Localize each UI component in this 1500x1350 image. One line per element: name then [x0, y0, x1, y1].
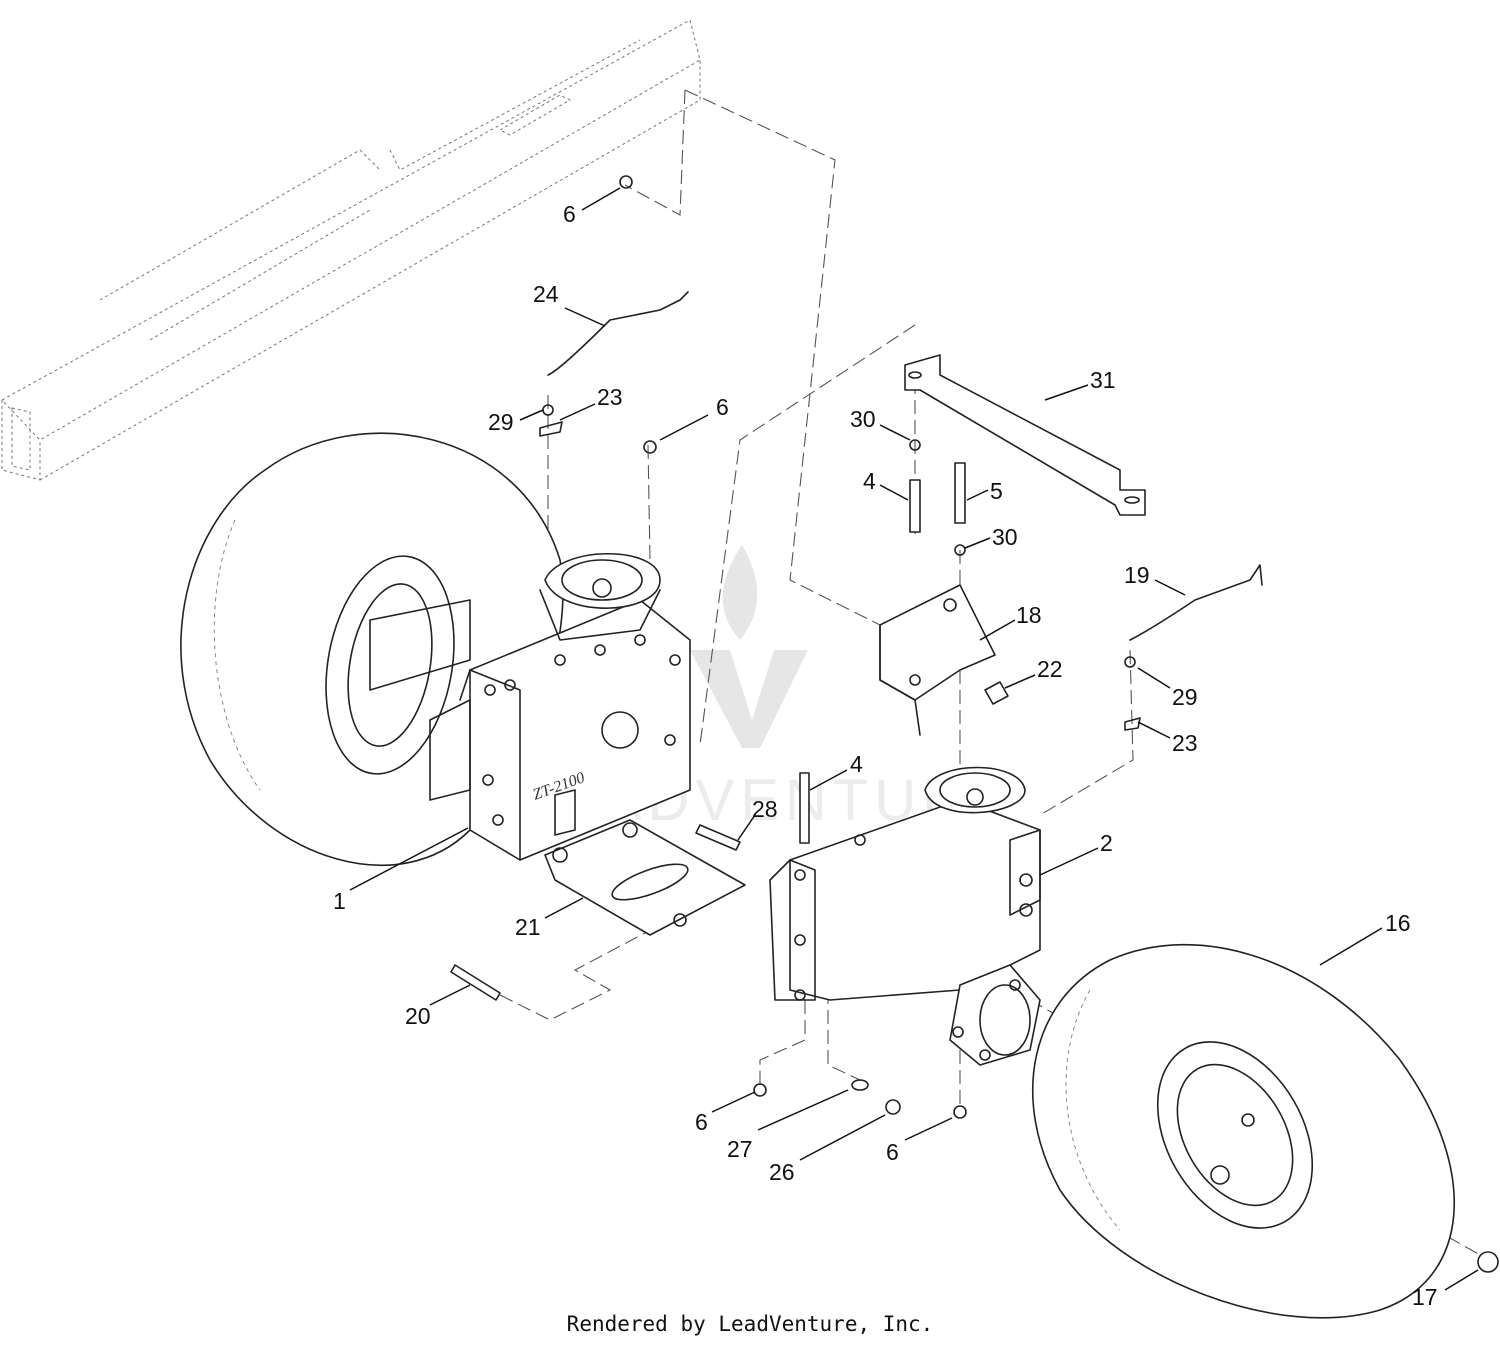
callout-6: 6: [563, 201, 576, 227]
callout-6: 6: [886, 1139, 899, 1165]
callout-17: 17: [1412, 1284, 1438, 1310]
callout-16: 16: [1385, 910, 1411, 936]
callout-28: 28: [752, 796, 778, 822]
callout-20: 20: [405, 1003, 431, 1029]
nut-6c: [753, 1083, 767, 1097]
washer-30a: [909, 439, 921, 451]
washer-27: [851, 1079, 869, 1091]
right-rear-tire: [1032, 943, 1455, 1319]
callout-27: 27: [727, 1136, 753, 1162]
callout-6: 6: [695, 1109, 708, 1135]
bolt-heads-left: [482, 634, 681, 826]
nut-6d: [953, 1105, 967, 1119]
callout-29: 29: [1172, 684, 1198, 710]
callout-29: 29: [488, 409, 514, 435]
callout-23: 23: [1172, 730, 1198, 756]
chassis-frame-rail: [1, 19, 701, 481]
callout-30: 30: [992, 524, 1018, 550]
left-transmission-assembly: ZT-2100: [429, 552, 691, 861]
rendered-by-footer: Rendered by LeadVenture, Inc.: [566, 1312, 934, 1336]
clip-23b: [1124, 717, 1141, 731]
lug-nut-17: [1477, 1251, 1499, 1273]
nut-6a: [619, 175, 633, 189]
bolt-5: [954, 462, 966, 524]
callout-23: 23: [597, 384, 623, 410]
callout-26: 26: [769, 1159, 795, 1185]
mount-plate-21: [544, 819, 746, 936]
bolt-22: [984, 681, 1009, 705]
control-rod-24: [547, 291, 689, 376]
callout-24: 24: [533, 281, 559, 307]
clip-23: [539, 421, 563, 437]
callout-21: 21: [515, 914, 541, 940]
callout-6: 6: [716, 394, 729, 420]
callout-5: 5: [990, 478, 1003, 504]
mount-bracket-18: [879, 584, 996, 736]
callout-4: 4: [850, 751, 863, 777]
control-rod-19: [1129, 564, 1263, 641]
nut-26: [885, 1099, 901, 1115]
washer-29b: [1124, 656, 1136, 668]
hardware: [450, 175, 1499, 1273]
callout-labels: 6 24 23 29 6 31 30 4 5 30 19 18 22 29 23…: [333, 201, 1438, 1310]
callout-18: 18: [1016, 602, 1042, 628]
plate-31: [904, 354, 1146, 516]
callout-22: 22: [1037, 656, 1063, 682]
bolt-heads-right: [794, 834, 866, 1001]
callout-1: 1: [333, 888, 346, 914]
callout-19: 19: [1124, 562, 1150, 588]
left-rear-tire: [180, 432, 564, 866]
callout-31: 31: [1090, 367, 1116, 393]
callout-30: 30: [850, 406, 876, 432]
bolt-28: [695, 824, 741, 851]
callout-2: 2: [1100, 830, 1113, 856]
bolt-20: [450, 964, 501, 1001]
callout-leaders: [349, 187, 1479, 1291]
nut-6b: [643, 440, 657, 454]
callout-4: 4: [863, 468, 876, 494]
washer-30b: [954, 544, 966, 556]
right-transmission-assembly: [769, 766, 1041, 1066]
bolt-4a: [909, 479, 921, 533]
bolt-4b: [799, 772, 810, 844]
